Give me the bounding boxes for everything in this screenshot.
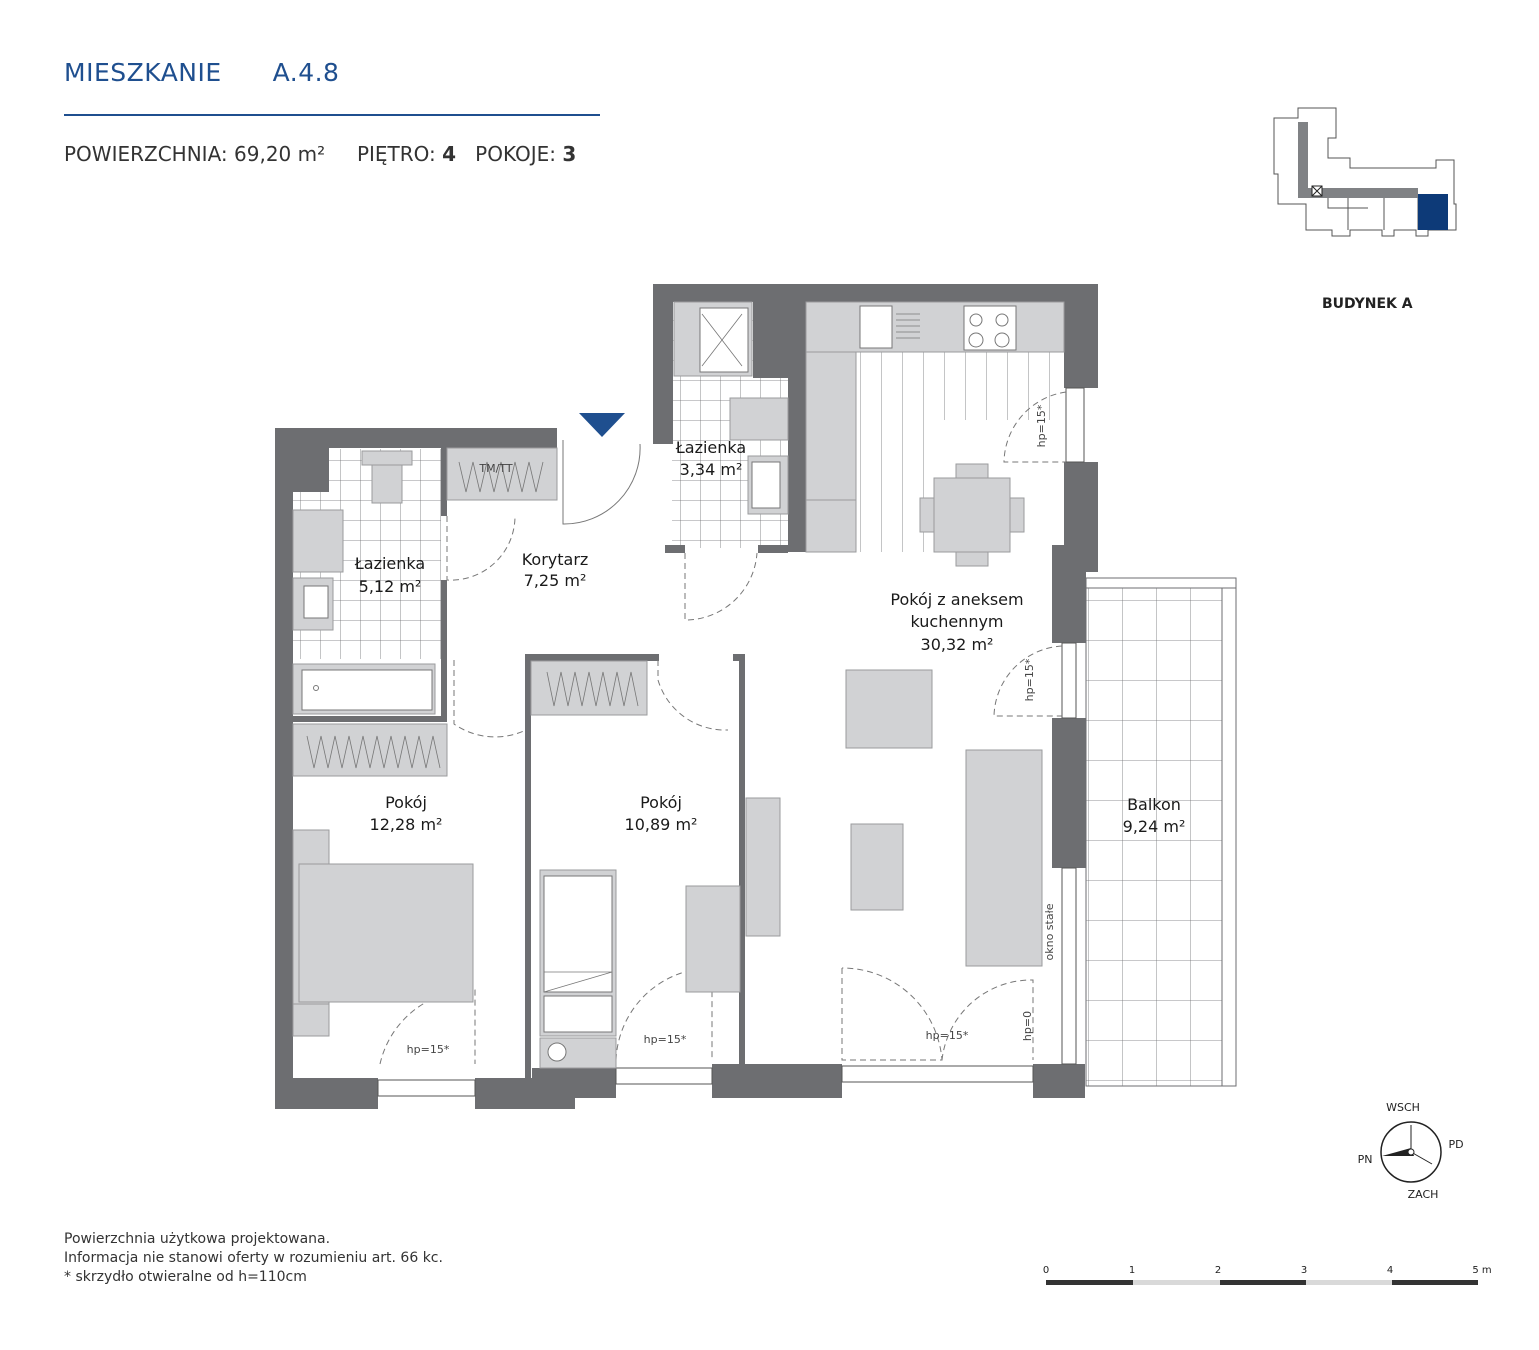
footnote: * skrzydło otwieralne od h=110cm (64, 1269, 307, 1285)
hp-label: hp=15* (926, 1029, 969, 1042)
area-label: POWIERZCHNIA: (64, 142, 228, 166)
apartment-highlight (1418, 194, 1448, 230)
wardrobe (292, 723, 448, 777)
compass-w-label: PN (1358, 1153, 1373, 1166)
scale-tick: 3 (1301, 1265, 1307, 1276)
header-divider (64, 114, 600, 116)
kitchen-counter (805, 301, 1065, 353)
fixed-window-label: okno stałe (1043, 903, 1056, 960)
tv-cabinet (745, 797, 781, 937)
dining-table (933, 477, 1011, 553)
desk (685, 885, 741, 993)
compass-s-label: ZACH (1408, 1188, 1439, 1201)
scale-tick: 2 (1215, 1265, 1221, 1276)
toilet (729, 397, 789, 441)
scale-tick: 1 (1129, 1265, 1135, 1276)
footnote: Informacja nie stanowi oferty w rozumien… (64, 1250, 443, 1266)
room-living-area: 30,32 m² (921, 635, 994, 654)
title-label: MIESZKANIE (64, 58, 222, 87)
footnotes: Powierzchnia użytkowa projektowana. Info… (64, 1230, 443, 1287)
sofa (965, 749, 1043, 967)
room-balcony-name: Balkon (1127, 795, 1181, 814)
room-bathroom-1-area: 5,12 m² (359, 577, 422, 596)
page-title: MIESZKANIE A.4.8 (64, 58, 339, 87)
scale-bar: 0 1 2 3 4 5 m (1043, 1265, 1492, 1285)
balcony-floor (1085, 577, 1237, 1087)
rooms-label: POKOJE: (475, 142, 556, 166)
hp-label: hp=15* (1035, 404, 1048, 447)
room-living-name: Pokój z aneksem (890, 590, 1023, 609)
entrance-marker (579, 413, 625, 437)
hp0-label: hp=0 (1021, 1011, 1034, 1041)
walls (275, 284, 1098, 1109)
scale-tick: 5 m (1472, 1265, 1491, 1276)
windows (377, 387, 1085, 1097)
compass-e-label: PD (1448, 1138, 1463, 1151)
hp-label: hp=15* (1023, 658, 1036, 701)
hp-label: hp=15* (407, 1043, 450, 1056)
scale-tick: 4 (1387, 1265, 1393, 1276)
apartment-summary: POWIERZCHNIA: 69,20 m² PIĘTRO: 4 POKOJE:… (64, 142, 576, 166)
room-bedroom-1-area: 12,28 m² (370, 815, 443, 834)
room-bedroom-2-name: Pokój (640, 793, 682, 812)
apartment-code: A.4.8 (272, 58, 340, 87)
wardrobe (446, 447, 558, 501)
area-value: 69,20 m² (234, 142, 326, 166)
compass-n-label: WSCH (1386, 1101, 1420, 1114)
wardrobe (530, 660, 648, 716)
room-bedroom-1-name: Pokój (385, 793, 427, 812)
room-hall-area: 7,25 m² (524, 571, 587, 590)
room-hall-name: Korytarz (522, 550, 589, 569)
floor-label: PIĘTRO: (356, 142, 436, 166)
hp-label: hp=15* (644, 1033, 687, 1046)
rooms-value: 3 (562, 142, 577, 166)
armchair (845, 669, 933, 749)
room-bathroom-2-area: 3,34 m² (680, 460, 743, 479)
floor-value: 4 (442, 142, 457, 166)
room-balcony-area: 9,24 m² (1123, 817, 1186, 836)
compass: WSCH PD ZACH PN (1358, 1101, 1464, 1201)
sink (292, 509, 344, 573)
footnote: Powierzchnia użytkowa projektowana. (64, 1231, 331, 1247)
room-bathroom-1-name: Łazienka (354, 554, 425, 573)
room-living-name-2: kuchennym (910, 612, 1003, 631)
building-key-plan (1273, 107, 1457, 237)
coffee-table (850, 823, 904, 911)
tm-tt-label: TM/TT (478, 462, 512, 475)
scale-tick: 0 (1043, 1265, 1049, 1276)
room-bathroom-2-name: Łazienka (675, 438, 746, 457)
building-label: BUDYNEK A (1322, 296, 1413, 312)
room-bedroom-2-area: 10,89 m² (625, 815, 698, 834)
